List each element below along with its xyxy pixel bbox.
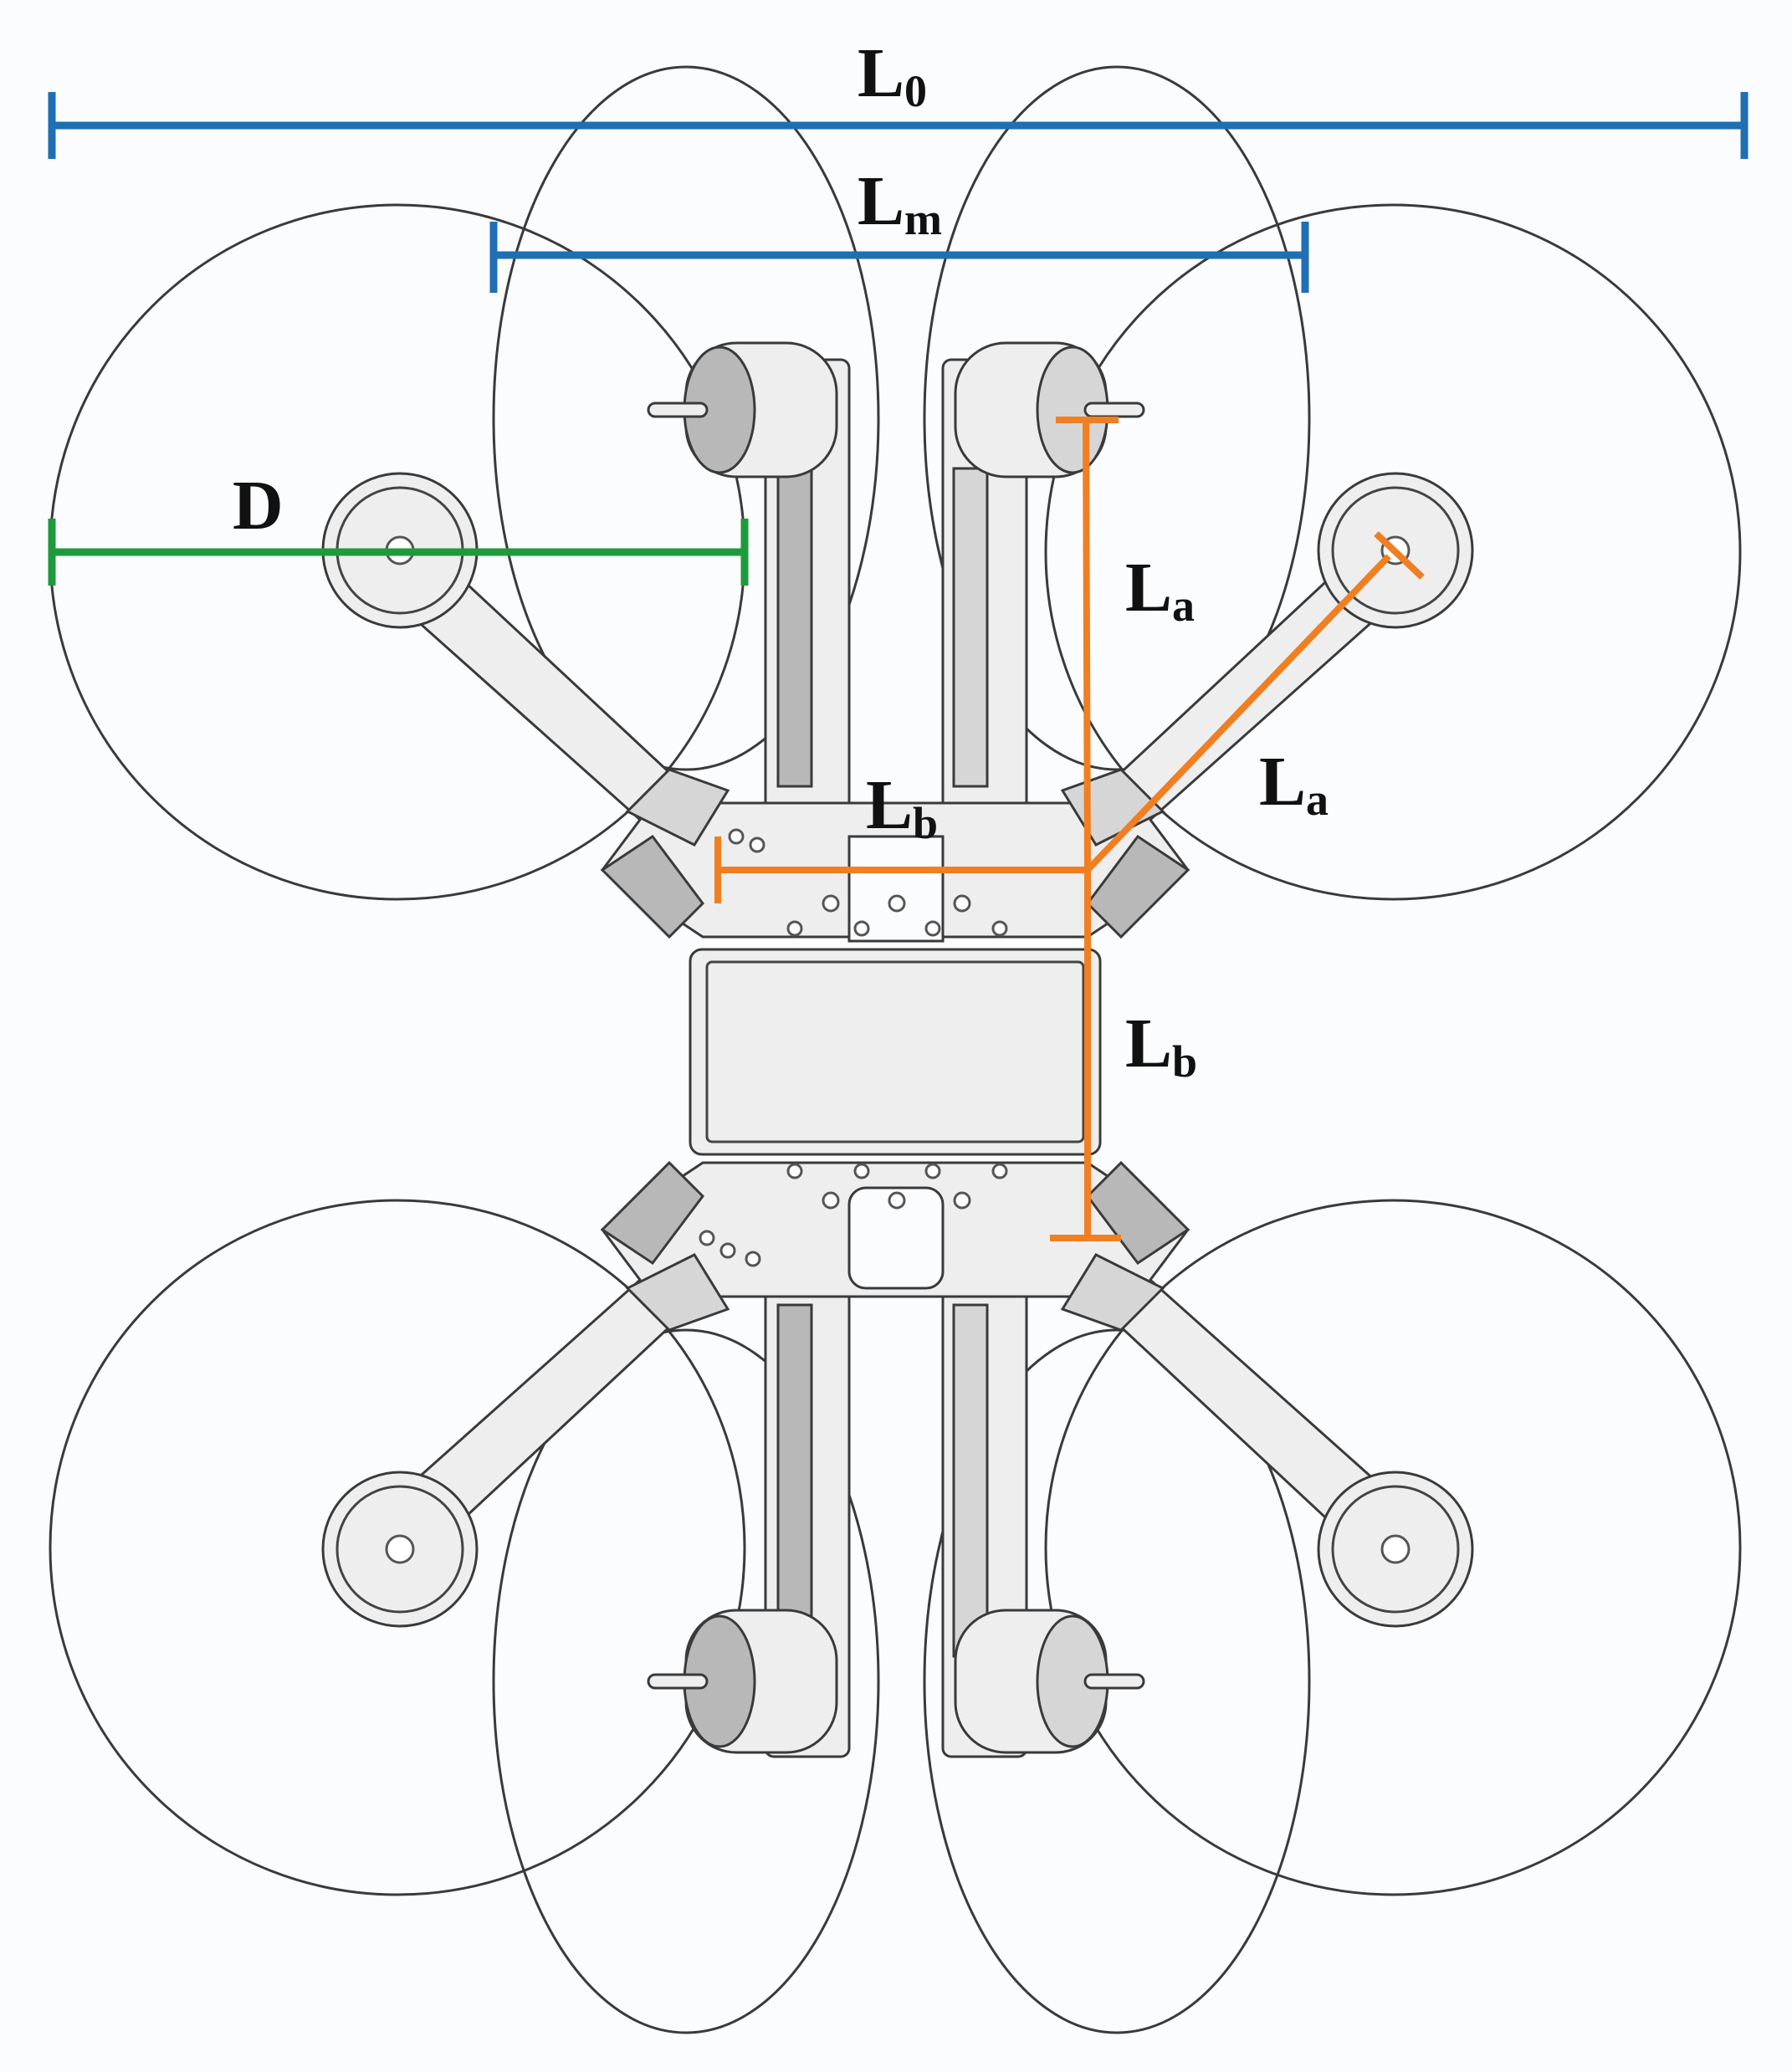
label-La-vertical: La bbox=[1125, 549, 1195, 631]
lower-left-joint bbox=[625, 1253, 730, 1332]
label-Lb-horizontal: Lb bbox=[866, 766, 938, 848]
upper-left-joint bbox=[625, 768, 730, 847]
label-D: D bbox=[233, 467, 284, 545]
rotor-disc-lower-left-inner bbox=[492, 1328, 880, 2034]
rotor-disc-upper-left-inner bbox=[492, 65, 880, 771]
rotor-disc-lower-right-outer bbox=[1044, 1199, 1742, 1896]
dimension-D: D bbox=[48, 467, 749, 586]
rotor-disc-upper-right-outer bbox=[1044, 203, 1742, 901]
rotor-disc-lower-right-inner bbox=[923, 1328, 1311, 2034]
label-L0: L0 bbox=[858, 34, 927, 116]
battery-box bbox=[689, 948, 1102, 1156]
dimension-line-La-diagonal bbox=[1085, 554, 1391, 872]
inner-motors bbox=[647, 341, 1145, 1754]
dimension-line-La-vertical bbox=[1083, 419, 1091, 877]
dimension-Lm: Lm bbox=[489, 162, 1309, 293]
rotor-discs bbox=[49, 65, 1742, 2034]
dimension-L0: L0 bbox=[48, 34, 1748, 159]
inner-arms bbox=[764, 358, 1028, 1758]
label-La-diagonal: La bbox=[1259, 743, 1329, 825]
rotor-disc-lower-left-outer bbox=[49, 1199, 746, 1896]
dimensions-orange: La La Lb Lb bbox=[714, 417, 1425, 1241]
label-Lm: Lm bbox=[858, 162, 942, 244]
rotor-disc-upper-right-inner bbox=[923, 65, 1311, 771]
lower-right-joint bbox=[1060, 1253, 1165, 1332]
hub-holes bbox=[699, 828, 1008, 1267]
label-Lb-vertical: Lb bbox=[1125, 1005, 1197, 1087]
